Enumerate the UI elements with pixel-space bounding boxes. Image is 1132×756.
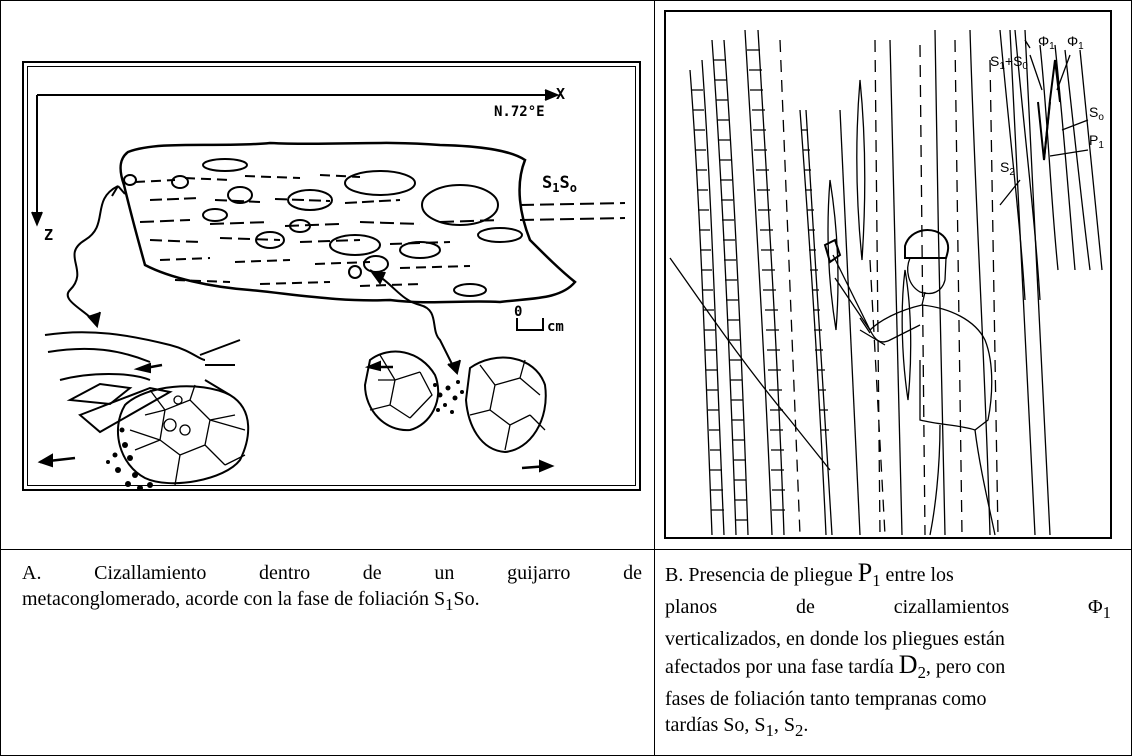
- caption-b-text: tardías So, S: [665, 714, 766, 736]
- caption-a-word: un: [434, 562, 455, 584]
- caption-b-subscript: 1: [872, 571, 881, 590]
- scale-unit-label: cm: [547, 319, 564, 335]
- caption-a-line2: metaconglomerado, acorde con la fase de …: [22, 586, 642, 618]
- caption-b-subscript: 2: [795, 721, 804, 740]
- figure-a-inner-frame: [27, 66, 636, 486]
- table-top-border: [0, 0, 1132, 1]
- caption-b-line4: afectados por una fase tardía D2, pero c…: [665, 652, 1111, 686]
- label-p1: P1: [1089, 132, 1104, 151]
- caption-a-word: de: [362, 562, 382, 584]
- figure-b-frame: [664, 10, 1112, 539]
- caption-b-word: cizallamientos: [893, 596, 1010, 618]
- caption-b-word: de: [796, 596, 815, 618]
- caption-a-end: So.: [453, 588, 480, 610]
- caption-a-word: Cizallamiento: [94, 562, 207, 584]
- figure-a-frame: [22, 61, 641, 491]
- table-left-border: [0, 0, 1, 756]
- caption-b-phi-symbol: Φ: [1088, 596, 1103, 618]
- table-column-divider: [654, 0, 655, 756]
- caption-a-text: metaconglomerado, acorde con la fase de …: [22, 588, 446, 610]
- axis-x-label: X: [556, 85, 565, 103]
- table-row-divider: [0, 549, 1132, 550]
- foliation-label: S1So: [542, 173, 577, 195]
- caption-b-line2: planos de cizallamientos Φ1: [665, 594, 1111, 626]
- caption-b-line5: fases de foliación tanto tempranas como: [665, 688, 987, 710]
- caption-b-text: .: [803, 714, 809, 736]
- caption-b-subscript: 2: [917, 663, 926, 682]
- label-s1-s0: S1+S0: [990, 53, 1028, 72]
- caption-a-subscript: 1: [445, 595, 454, 614]
- caption-b-text: entre los: [880, 564, 954, 586]
- caption-b-line3: verticalizados, en donde los pliegues es…: [665, 628, 1005, 650]
- caption-b-text: , S: [773, 714, 796, 736]
- caption-a: A. Cizallamiento dentro de un guijarro d…: [22, 560, 642, 618]
- caption-b-text: afectados por una fase tardía: [665, 656, 899, 678]
- caption-b-word: planos: [665, 596, 718, 618]
- caption-b-text: B. Presencia de pliegue: [665, 564, 858, 586]
- caption-b-subscript: 1: [765, 721, 774, 740]
- label-so: So: [1089, 104, 1104, 123]
- caption-b-text: , pero con: [925, 656, 1006, 678]
- caption-b-fold-symbol: P: [857, 558, 873, 587]
- axis-z-label: Z: [44, 226, 53, 244]
- caption-b-line6: tardías So, S1, S2.: [665, 712, 1111, 744]
- caption-a-word: de: [623, 562, 642, 584]
- caption-b: B. Presencia de pliegue P1 entre los pla…: [665, 560, 1111, 744]
- caption-b-phase-symbol: D: [898, 650, 918, 679]
- label-phi1-b: Φ1: [1067, 33, 1084, 52]
- caption-a-word: dentro: [259, 562, 311, 584]
- caption-a-line1: A. Cizallamiento dentro de un guijarro d…: [22, 560, 642, 586]
- caption-b-phi: Φ1: [1088, 594, 1111, 626]
- caption-a-word: guijarro: [507, 562, 571, 584]
- scale-zero-label: 0: [514, 304, 522, 320]
- caption-a-prefix: A.: [22, 562, 42, 584]
- orientation-label: N.72°E: [494, 104, 545, 120]
- caption-b-subscript: 1: [1102, 603, 1111, 622]
- caption-b-line1: B. Presencia de pliegue P1 entre los: [665, 560, 1111, 594]
